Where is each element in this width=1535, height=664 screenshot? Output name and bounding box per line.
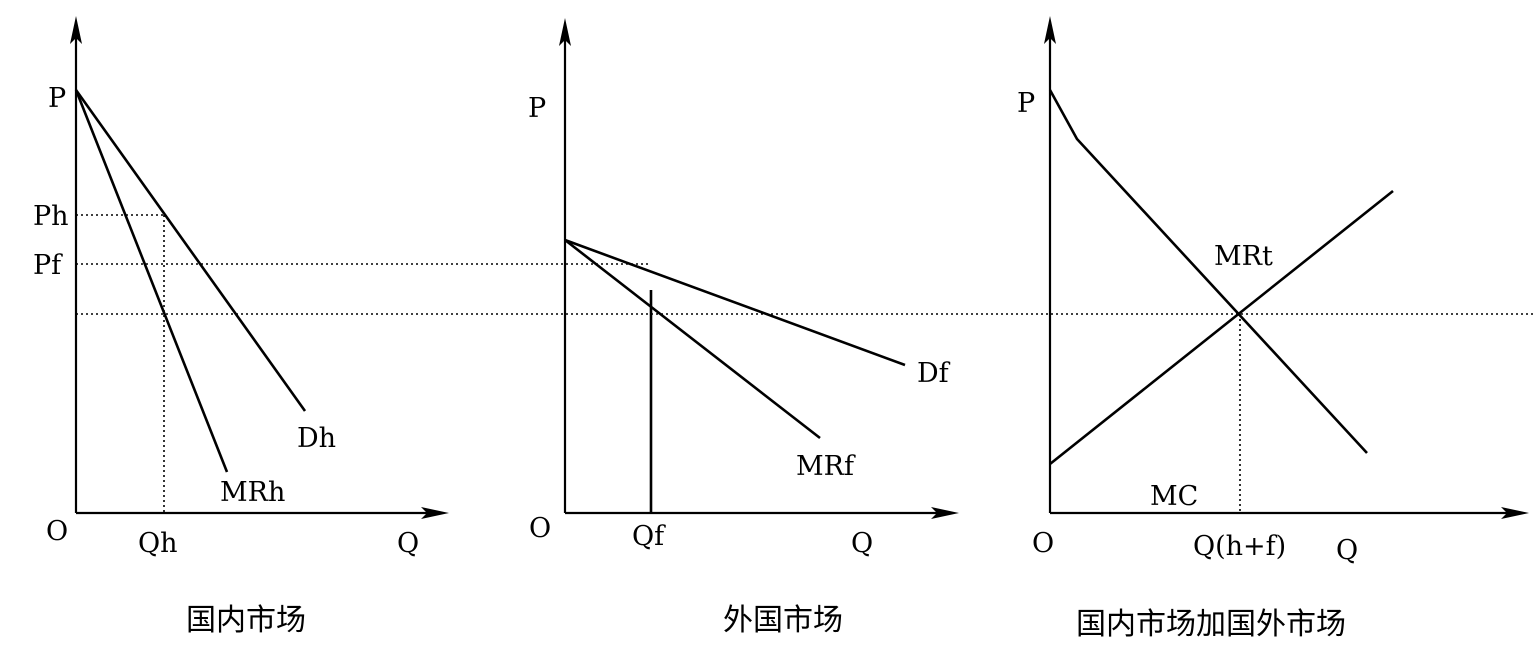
combined-marginal-revenue-curve [1048, 89, 1368, 454]
foreign-demand-curve [564, 238, 906, 367]
foreign-demand-label: Df [917, 358, 951, 389]
foreign-market-panel: P O Qf Q Df MRf 外国市场 [528, 18, 959, 638]
combined-market-caption: 国内市场加国外市场 [1076, 607, 1346, 642]
foreign-marginal-revenue-curve [564, 238, 821, 440]
combined-marginal-cost-label: MC [1150, 481, 1198, 512]
domestic-price-axis-label: P [48, 83, 66, 114]
foreign-market-caption: 外国市场 [723, 603, 843, 638]
combined-quantity-axis-label: Q [1336, 535, 1358, 566]
foreign-quantity-axis-arrow-icon [931, 507, 959, 519]
domestic-market-panel: P Ph Pf O Qh Q Dh MRh 国内市场 [33, 16, 650, 638]
combined-marginal-revenue-label: MRt [1214, 241, 1273, 272]
domestic-demand-curve [74, 89, 307, 412]
foreign-price-axis-arrow-icon [559, 18, 571, 46]
foreign-qf-label: Qf [632, 521, 666, 552]
domestic-price-axis-arrow-icon [70, 16, 82, 44]
combined-marginal-cost-curve [1049, 189, 1394, 466]
combined-market-panel: P O Q(h+f) Q MRt MC 国内市场加国外市场 [1017, 16, 1529, 642]
domestic-quantity-axis-arrow-icon [421, 507, 449, 519]
combined-origin-label: O [1032, 528, 1054, 559]
domestic-qh-label: Qh [138, 528, 178, 559]
domestic-origin-label: O [46, 516, 68, 547]
domestic-marginal-revenue-label: MRh [220, 477, 285, 508]
domestic-demand-label: Dh [297, 423, 336, 454]
combined-quantity-level-label: Q(h+f) [1193, 531, 1286, 562]
foreign-origin-label: O [529, 513, 551, 544]
foreign-price-axis-label: P [528, 93, 546, 124]
combined-quantity-axis-arrow-icon [1501, 507, 1529, 519]
domestic-ph-label: Ph [33, 201, 69, 232]
combined-price-axis-arrow-icon [1044, 16, 1056, 44]
domestic-quantity-axis-label: Q [397, 528, 419, 559]
foreign-marginal-revenue-label: MRf [796, 451, 856, 482]
domestic-marginal-revenue-curve [74, 89, 229, 473]
domestic-pf-label: Pf [33, 250, 63, 281]
domestic-market-caption: 国内市场 [186, 603, 306, 638]
foreign-quantity-axis-label: Q [851, 528, 873, 559]
combined-price-axis-label: P [1017, 88, 1035, 119]
